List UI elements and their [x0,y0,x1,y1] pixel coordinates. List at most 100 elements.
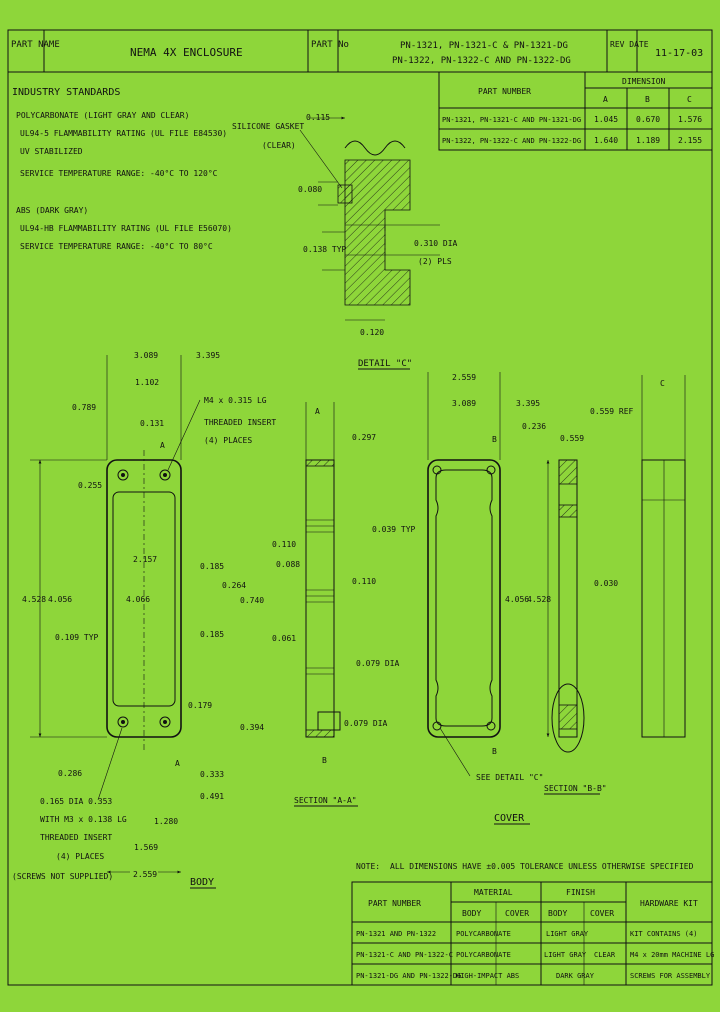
side-dim-ref: 0.559 REF [590,407,634,416]
section-aa-d5: 0.079 DIA [356,659,400,668]
bom-row3-part: PN-1321-DG AND PN-1322-DG [356,972,461,980]
side-dim-c: C [660,379,665,388]
table-part-header: PART NUMBER [478,87,531,96]
dimension-table: PART NUMBER DIMENSION A B C PN-1321, PN-… [438,71,713,151]
body-dim-height-inner: 4.056 [48,595,72,604]
pc-line-1: UL94-5 FLAMMABILITY RATING (UL FILE E845… [20,129,227,138]
pc-title: POLYCARBONATE (LIGHT GRAY AND CLEAR) [16,111,189,120]
row1-a: 1.045 [594,115,618,124]
row2-c: 2.155 [678,136,702,145]
bom-mat-body-header: BODY [462,909,481,918]
body-dim-side-r4: 0.740 [240,596,264,605]
body-dim-bot7: 1.569 [134,843,158,852]
body-dim-bot2: 0.394 [240,723,264,732]
row1-part: PN-1321, PN-1321-C AND PN-1321-DG [442,116,581,124]
industry-standards: INDUSTRY STANDARDS POLYCARBONATE (LIGHT … [12,87,232,251]
body-dim-bot4: 0.491 [200,792,224,801]
body-letter-a-bot: A [175,759,180,768]
bom-row2-part: PN-1321-C AND PN-1322-C [356,951,453,959]
section-aa-caption: SECTION "A-A" [294,796,357,805]
row2-part: PN-1322, PN-1322-C AND PN-1322-DG [442,137,581,145]
cover-dim-top3: 3.395 [516,399,540,408]
standards-heading: INDUSTRY STANDARDS [12,87,120,98]
bom-hardware-header: HARDWARE KIT [640,899,698,908]
cover-detail-callout: SEE DETAIL "C" [476,773,543,782]
rev-date-label: REV DATE [610,40,649,49]
body-dim-wall: 0.109 TYP [55,633,99,642]
part-no-label: PART No [311,40,349,50]
body-dim-left-top: 0.789 [72,403,96,412]
body-dim-bot5: 0.286 [58,769,82,778]
tolerance-note: NOTE: ALL DIMENSIONS HAVE ±0.005 TOLERAN… [356,862,694,871]
cover-inner-profile [435,469,493,727]
hole-label-2: (2) PLS [418,257,452,266]
body-dim-height-outer: 4.528 [22,595,46,604]
section-aa-d6: 0.079 DIA [344,719,388,728]
hole-note-3: THREADED INSERT [40,833,112,842]
section-aa-b: B [322,756,327,765]
pc-line-3: SERVICE TEMPERATURE RANGE: -40°C TO 120°… [20,169,218,178]
col-b: B [645,95,650,104]
abs-line-1: UL94-HB FLAMMABILITY RATING (UL FILE E56… [20,224,232,233]
cover-letter-b-bot: B [492,747,497,756]
body-caption: BODY [190,877,214,888]
note-label: NOTE: [356,862,380,871]
detail-c-circle [551,683,585,753]
col-a: A [603,95,608,104]
section-bb-dim-top: 0.559 [560,434,584,443]
body-dim-corner: 0.255 [78,481,102,490]
section-bb-caption: SECTION "B-B" [544,784,607,793]
insert-note-1: M4 x 0.315 LG [204,396,267,405]
row1-b: 0.670 [636,115,660,124]
cover-caption: COVER [494,813,525,824]
hole-note-2: WITH M3 x 0.138 LG [40,815,127,824]
bom-mat-cover-header: COVER [505,909,529,918]
detail-c-dim-bottom: 0.120 [360,328,384,337]
bom-row2-fin-cover: CLEAR [594,951,616,959]
part-name: NEMA 4X ENCLOSURE [130,46,243,59]
body-dim-inner-width: 2.157 [133,555,157,564]
cover-dim-h1: 4.056 [505,595,529,604]
cover-dim-h2: 4.528 [527,595,551,604]
bom-row3-hw: SCREWS FOR ASSEMBLY [630,972,711,980]
bom-row3-fin: DARK GRAY [556,972,595,980]
section-aa-letter: A [315,407,320,416]
section-bb-dim-mid: 0.030 [594,579,618,588]
section-bb: 0.559 0.030 SECTION "B-B" [544,434,618,795]
bom-row1-hw: KIT CONTAINS (4) [630,930,697,938]
bom-row3-mat: HIGH-IMPACT ABS [456,972,519,980]
body-dim-inner-height: 4.066 [126,595,150,604]
col-c: C [687,95,692,104]
hole-note-1: 0.165 DIA 0.353 [40,797,112,806]
body-dim-bot8: 2.559 [133,870,157,879]
bom-row1-fin: LIGHT GRAY [546,930,589,938]
part-no-line2: PN-1322, PN-1322-C AND PN-1322-DG [392,56,571,66]
body-dim-top1: 3.089 [134,351,158,360]
bom-fin-cover-header: COVER [590,909,614,918]
body-dim-bot6: 1.280 [154,817,178,826]
cover-outline [427,459,501,738]
section-aa-wall: 0.297 [352,433,376,442]
cover-letter-b-top: B [492,435,497,444]
body-letter-a-top: A [160,441,165,450]
bom-row1-mat: POLYCARBONATE [456,930,511,938]
date: 11-17-03 [655,48,703,59]
body-dim-top3: 1.102 [135,378,159,387]
gasket-label-1: SILICONE GASKET [232,122,304,131]
bom-table: PART NUMBER MATERIAL FINISH HARDWARE KIT… [351,881,714,986]
section-aa-d1: 0.110 [272,540,296,549]
cover-dim-top1: 2.559 [452,373,476,382]
body-dim-side-r1: 0.185 [200,562,224,571]
abs-title: ABS (DARK GRAY) [16,206,88,215]
bom-row2-hw: M4 x 20mm MACHINE LG [630,951,714,959]
body-dim-side-r3: 0.264 [222,581,246,590]
table-dimension-header: DIMENSION [622,77,666,86]
gasket-section [337,184,353,204]
section-aa: A 0.297 0.110 0.088 0.110 0.061 0.079 DI… [272,402,400,807]
insert-note-3: (4) PLACES [204,436,252,445]
row2-b: 1.189 [636,136,660,145]
cover-dim-corner: 0.236 [522,422,546,431]
detail-c: 0.115 SILICONE GASKET (CLEAR) 0.080 0.13… [232,113,458,370]
side-view: C 0.559 REF [590,375,686,738]
